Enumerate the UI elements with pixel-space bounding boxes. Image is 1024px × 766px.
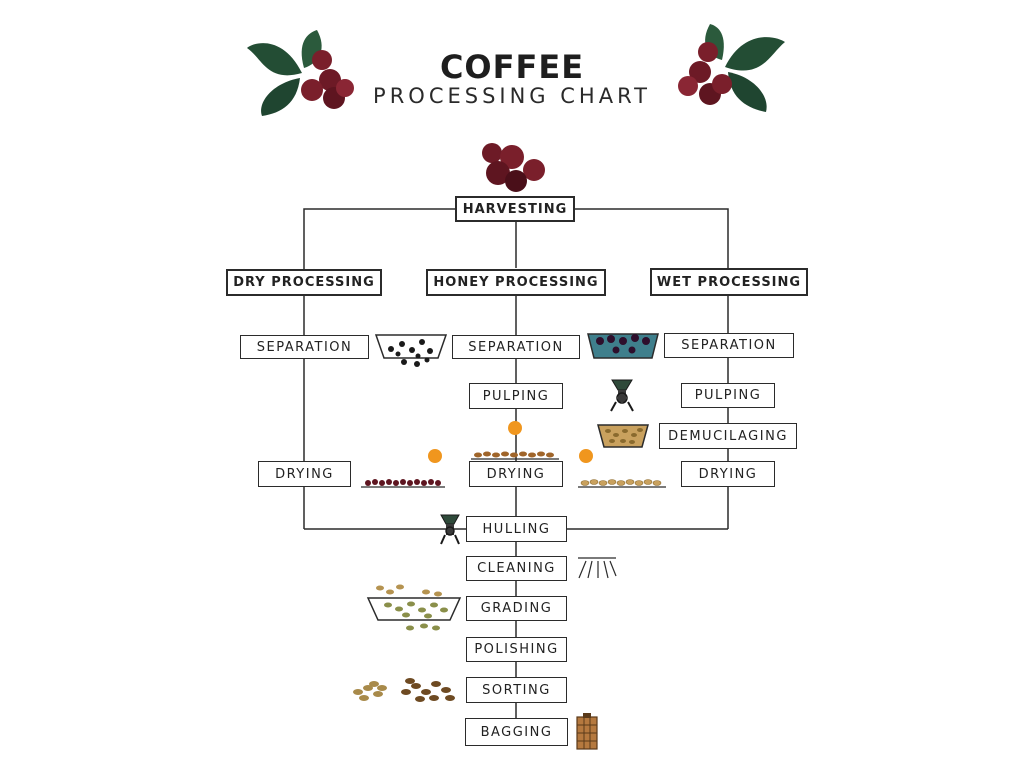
honey-separation-box: SEPARATION xyxy=(452,335,580,359)
dry-processing-box: DRY PROCESSING xyxy=(226,269,382,296)
wet-drying-beans-icon xyxy=(578,479,666,488)
sun-icon xyxy=(428,449,442,463)
coffee-bag-icon xyxy=(576,713,598,750)
wet-separation-box: SEPARATION xyxy=(664,333,794,358)
honey-drying-beans-icon xyxy=(471,451,559,460)
demucilaging-box: DEMUCILAGING xyxy=(659,423,797,449)
wet-separation-water-bowl-icon xyxy=(587,333,659,359)
sun-icon xyxy=(508,421,522,435)
polishing-box: POLISHING xyxy=(466,637,567,662)
honey-pulping-box: PULPING xyxy=(469,383,563,409)
hulling-machine-icon xyxy=(440,514,460,545)
wet-drying-box: DRYING xyxy=(681,461,775,487)
page-title: COFFEE xyxy=(439,48,585,86)
grading-sieve-icon xyxy=(366,584,462,631)
dry-drying-cherries-icon xyxy=(361,479,445,488)
honey-processing-box: HONEY PROCESSING xyxy=(426,269,606,296)
dry-drying-box: DRYING xyxy=(258,461,351,487)
coffee-branch-left-icon xyxy=(247,30,354,116)
coffee-cherries-icon xyxy=(482,143,545,192)
demucilaging-tank-icon xyxy=(597,424,649,448)
wet-processing-box: WET PROCESSING xyxy=(650,268,808,296)
dry-separation-box: SEPARATION xyxy=(240,335,369,359)
honey-drying-box: DRYING xyxy=(469,461,563,487)
sorting-beans-icon xyxy=(353,678,455,702)
sun-icon xyxy=(579,449,593,463)
wet-pulping-box: PULPING xyxy=(681,383,775,408)
pulping-machine-icon xyxy=(610,379,634,412)
hulling-box: HULLING xyxy=(466,516,567,542)
coffee-branch-right-icon xyxy=(678,24,785,112)
cleaning-box: CLEANING xyxy=(466,556,567,581)
dry-separation-bowl-icon xyxy=(374,334,448,367)
grading-box: GRADING xyxy=(466,596,567,621)
cleaning-spray-icon xyxy=(578,557,617,579)
harvesting-box: HARVESTING xyxy=(455,196,575,222)
sorting-box: SORTING xyxy=(466,677,567,703)
bagging-box: BAGGING xyxy=(465,718,568,746)
page-subtitle: PROCESSING CHART xyxy=(373,84,651,108)
